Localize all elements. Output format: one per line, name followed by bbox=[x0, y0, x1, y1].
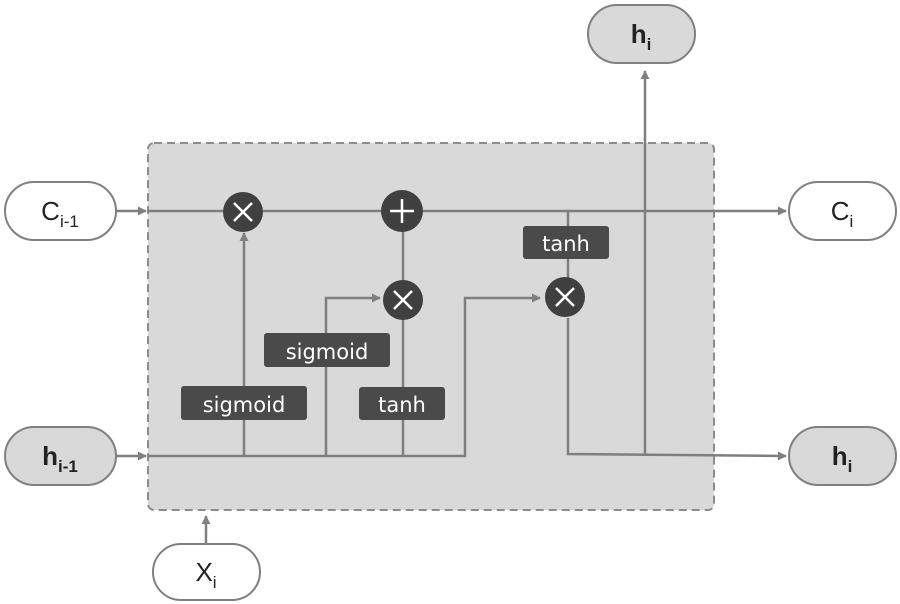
tanh-cell-text: tanh bbox=[542, 232, 590, 256]
input-multiply-op bbox=[383, 280, 423, 320]
svg-text:Ci: Ci bbox=[831, 196, 854, 231]
x-input-sub: i bbox=[213, 573, 217, 592]
x-input-main: X bbox=[195, 557, 212, 587]
c-prev-node: Ci-1 bbox=[4, 181, 117, 241]
forget-multiply-op bbox=[223, 192, 263, 232]
output-line bbox=[566, 318, 787, 461]
sigmoid-input-label: sigmoid bbox=[264, 333, 390, 367]
h-out-right-sub: i bbox=[848, 457, 853, 476]
svg-text:hi-1: hi-1 bbox=[42, 441, 78, 476]
svg-text:Ci-1: Ci-1 bbox=[41, 196, 79, 231]
h-out-right-node: hi bbox=[788, 426, 897, 486]
sigmoid-forget-label: sigmoid bbox=[181, 386, 307, 420]
c-out-main: C bbox=[831, 196, 850, 226]
h-prev-node: hi-1 bbox=[4, 426, 117, 486]
multiply-icon bbox=[555, 287, 575, 307]
h-out-right-main: h bbox=[832, 441, 848, 471]
x-input-node: Xi bbox=[152, 543, 261, 601]
svg-text:hi: hi bbox=[832, 441, 853, 476]
tanh-candidate-label: tanh bbox=[359, 387, 445, 420]
plus-icon bbox=[390, 199, 414, 223]
sigmoid-input-text: sigmoid bbox=[286, 340, 369, 364]
connections bbox=[116, 70, 787, 543]
h-prev-main: h bbox=[42, 441, 58, 471]
tanh-cell-label: tanh bbox=[523, 226, 609, 259]
c-out-node: Ci bbox=[788, 181, 897, 241]
h-out-top-main: h bbox=[631, 19, 647, 49]
multiply-icon bbox=[233, 202, 253, 222]
cell-add-op bbox=[381, 190, 423, 232]
output-multiply-op bbox=[545, 277, 585, 317]
h-out-top-sub: i bbox=[647, 35, 652, 54]
c-prev-main: C bbox=[41, 196, 60, 226]
multiply-icon bbox=[393, 290, 413, 310]
svg-text:Xi: Xi bbox=[195, 557, 216, 592]
h-out-top-node: hi bbox=[587, 4, 696, 64]
h-prev-sub: i-1 bbox=[58, 457, 78, 476]
svg-text:hi: hi bbox=[631, 19, 652, 54]
c-out-sub: i bbox=[850, 212, 854, 231]
c-prev-sub: i-1 bbox=[60, 212, 79, 231]
hidden-input-line bbox=[148, 293, 541, 458]
input-gate-line bbox=[324, 293, 381, 456]
tanh-candidate-text: tanh bbox=[378, 393, 426, 417]
sigmoid-forget-text: sigmoid bbox=[203, 393, 286, 417]
